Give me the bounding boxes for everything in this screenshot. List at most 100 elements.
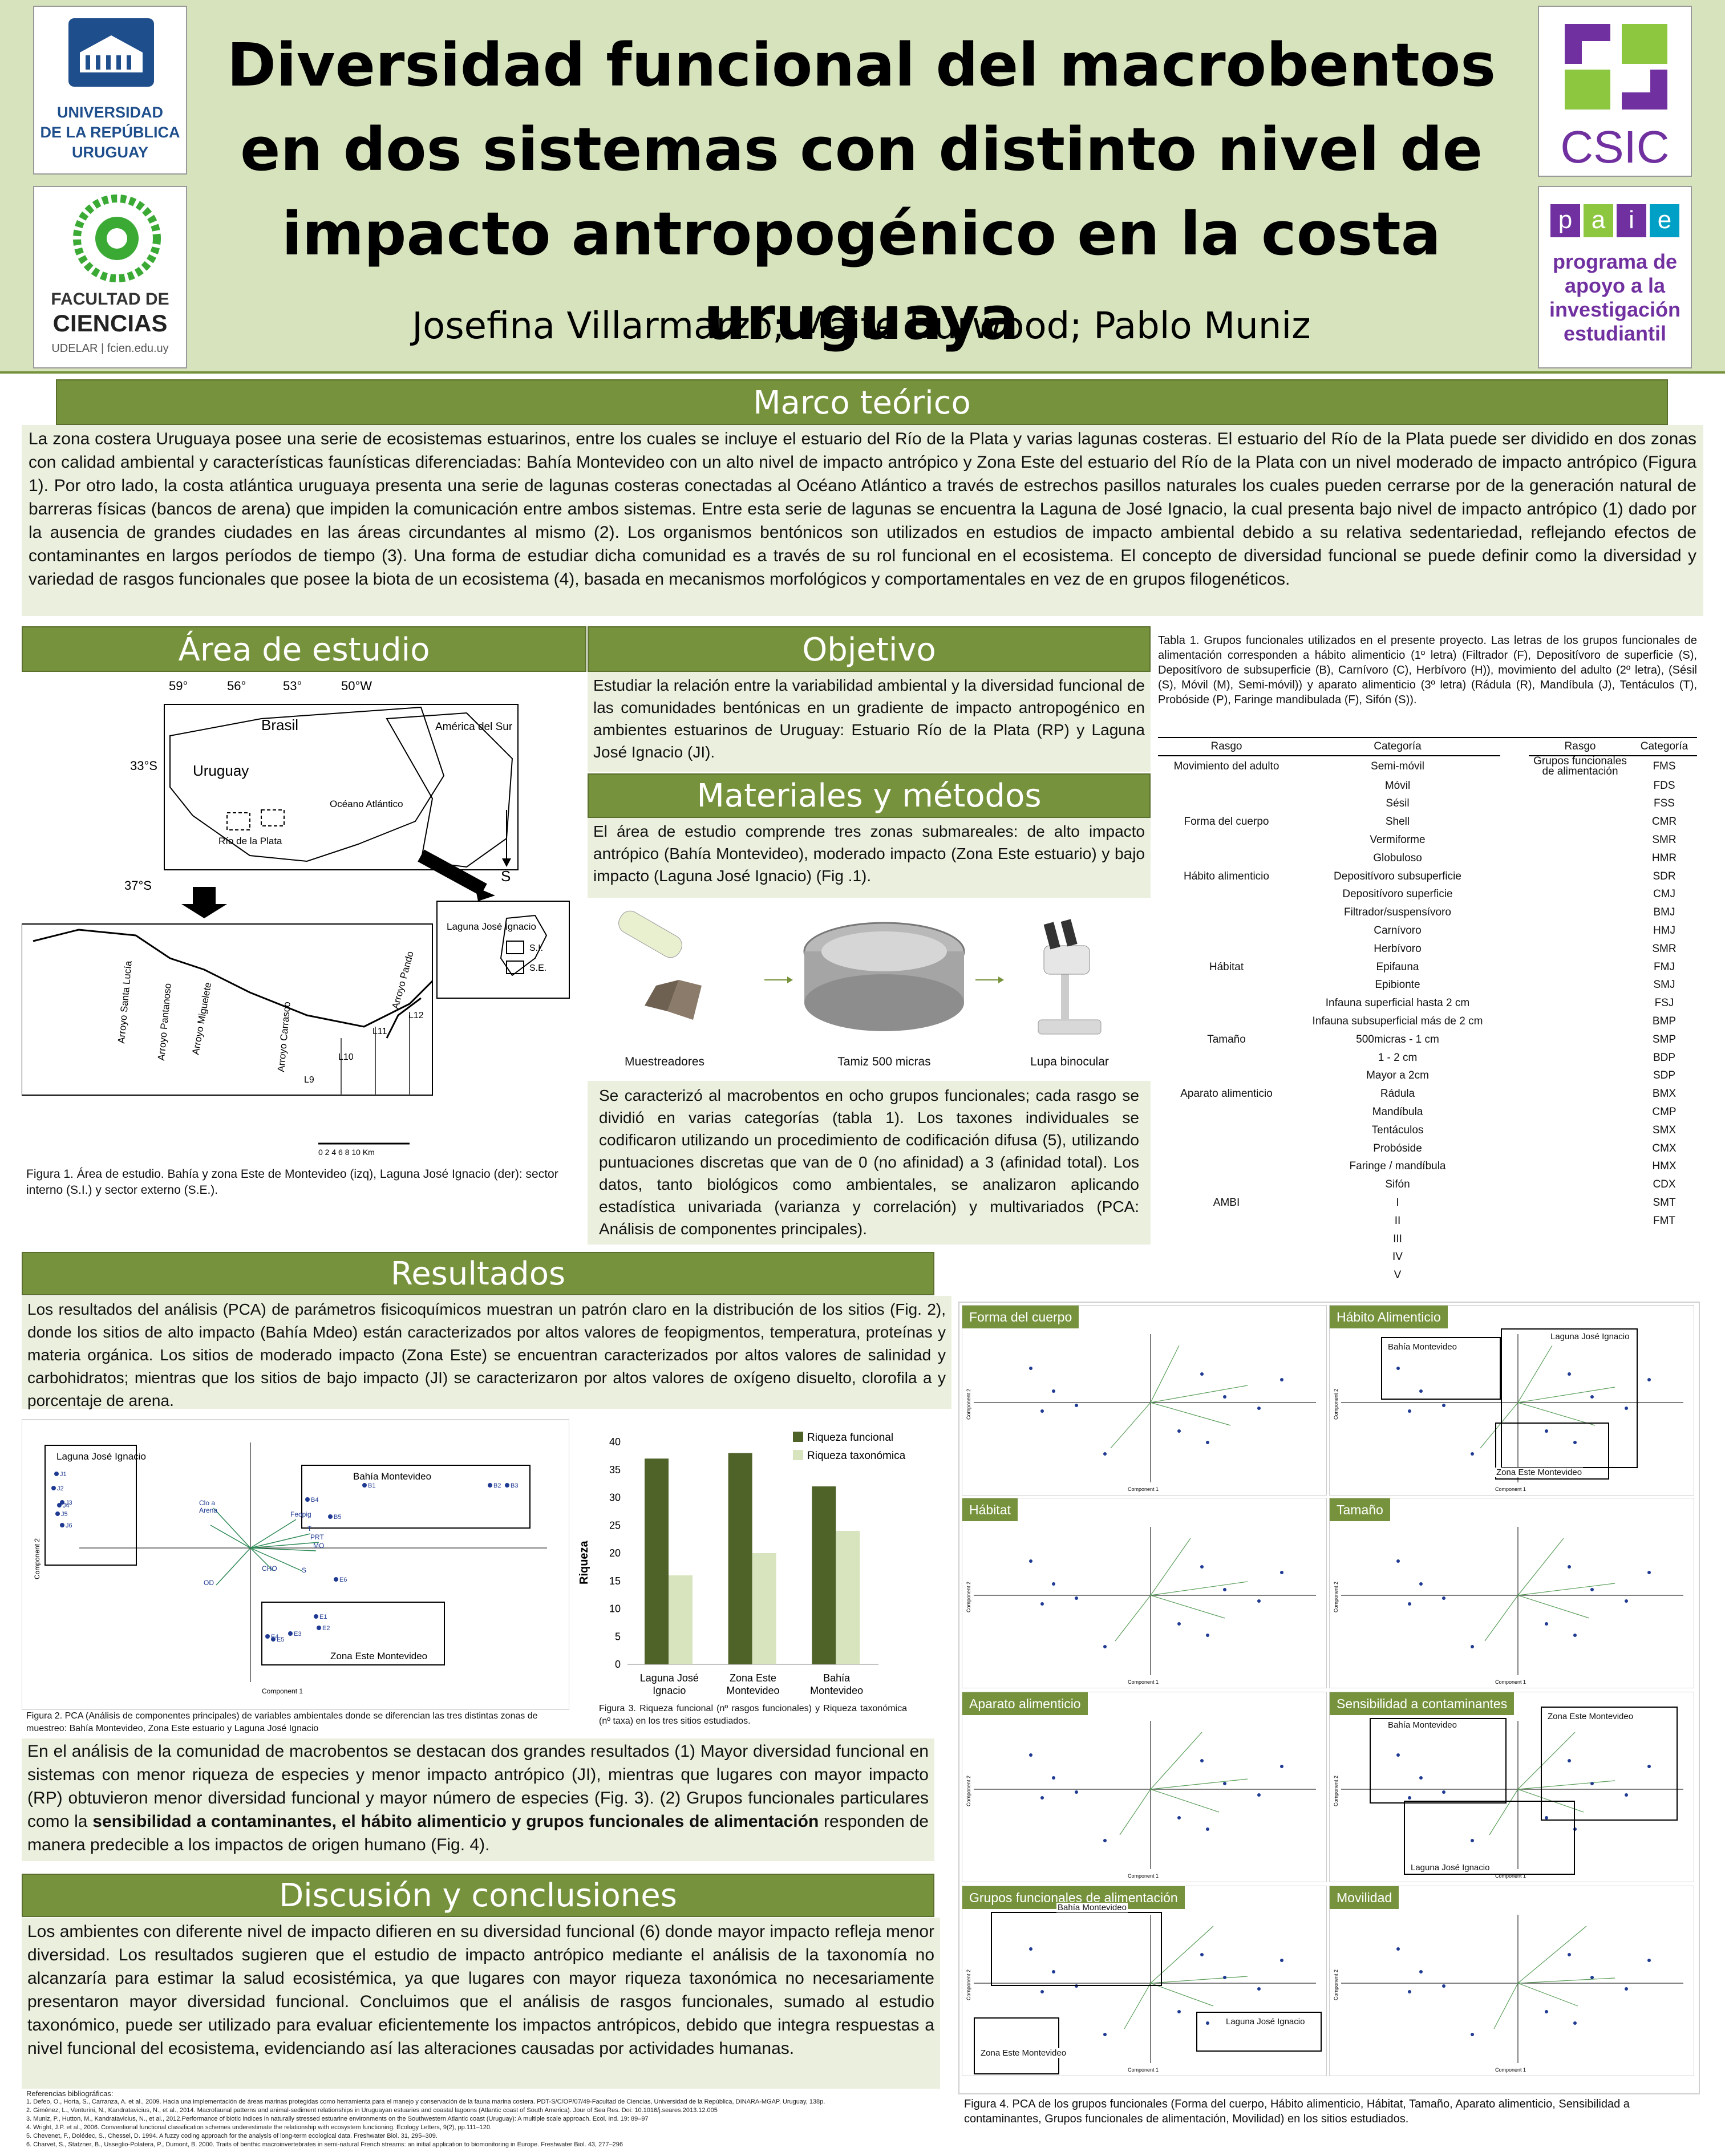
marco-text: La zona costera Uruguaya posee una serie… [22, 425, 1703, 616]
resultados-text-2: En el análisis de la comunidad de macrob… [22, 1738, 934, 1861]
reference-item: 4. Wright, J.P. et al., 2006. Convention… [26, 2124, 492, 2131]
udelar-building-icon [68, 18, 154, 87]
table1-cell: Tentáculos [1371, 1124, 1424, 1136]
fig4-yaxis: Component 2 [966, 1969, 971, 2000]
fig4-group-box [1404, 1801, 1575, 1875]
fig4-group-box [974, 2017, 1059, 2074]
fcien-sun-icon [73, 194, 161, 282]
fig2-yaxis: Component 2 [33, 1538, 41, 1579]
table1-cell [1631, 1249, 1697, 1267]
table1-cell: Depositívoro subsuperficie [1334, 870, 1461, 882]
table1-cell [1158, 940, 1295, 958]
fig4-yaxis: Component 2 [966, 1582, 971, 1612]
tools-illustration [618, 910, 1102, 1035]
table1-cell [1529, 976, 1631, 995]
fig4-group-label: Bahía Montevideo [1387, 1342, 1458, 1352]
table1-header: Rasgo [1158, 737, 1295, 756]
fig2-site-label: E6 [339, 1577, 347, 1583]
table1-header: Rasgo [1529, 737, 1631, 756]
table1-cell [1529, 1158, 1631, 1176]
table1-row: V [1158, 1266, 1697, 1284]
discusion-header: Discusión y conclusiones [22, 1874, 934, 1917]
map-se: S.E. [529, 963, 546, 973]
table1-cell [1631, 1266, 1697, 1284]
map-brasil: Brasil [261, 716, 298, 733]
fig4-xaxis: Component 1 [1495, 1486, 1526, 1492]
references-title: Referencias bibliográficas: [26, 2089, 114, 2098]
map-arroyo-3: Arroyo Miguelete [190, 982, 213, 1056]
table1-cell: I [1396, 1197, 1399, 1209]
fig4-group-label: Bahía Montevideo [1387, 1720, 1458, 1730]
fig3-bar [645, 1458, 669, 1664]
fig2-site-label: J5 [61, 1511, 68, 1518]
fig4-group-label: Laguna José Ignacio [1410, 1863, 1491, 1873]
fig3-ytick: 20 [609, 1547, 621, 1559]
fig2-variable-label: T [307, 1525, 312, 1533]
paie-letter-a: a [1584, 204, 1613, 237]
table1-cell: Probóside [1373, 1142, 1422, 1154]
poster-title: Diversidad funcional del macrobentos en … [226, 30, 1496, 353]
fig2-caption: Figura 2. PCA (Análisis de componentes p… [26, 1711, 538, 1733]
fig3-bar [812, 1486, 836, 1664]
fig4-group-label: Zona Este Montevideo [1546, 1712, 1635, 1721]
fig4-panel-title: Tamaño [1330, 1498, 1390, 1521]
tool-label-sampler: Muestreadores [624, 1055, 705, 1068]
fig2-site-point [288, 1631, 293, 1636]
table1-cell: FMS [1653, 760, 1676, 772]
fig2-site-point [60, 1500, 64, 1505]
fig2-site-point [51, 1486, 56, 1490]
fig3-ytick: 25 [609, 1519, 621, 1531]
fig2-site-point [488, 1483, 492, 1488]
fig4-panel-title: Aparato alimenticio [962, 1692, 1088, 1715]
fig4-xaxis: Component 1 [1495, 2067, 1526, 2073]
fig2-site-point [328, 1514, 333, 1519]
table1-cell [1529, 1031, 1631, 1049]
table1-cell: Infauna superficial hasta 2 cm [1325, 997, 1470, 1010]
table1-cell: FMJ [1654, 961, 1675, 973]
fcien-name-2: CIENCIAS [52, 310, 168, 337]
fig3-ylabel: Riqueza [578, 1540, 590, 1584]
fig2-site-label: E3 [294, 1631, 301, 1638]
table1-cell: Shell [1385, 816, 1410, 828]
objetivo-header: Objetivo [588, 626, 1151, 672]
reference-item: 5. Chevenet, F., Dolédec, S., Chessel, D… [26, 2133, 438, 2139]
fig2-site-label: B5 [334, 1514, 341, 1521]
map-south: S [501, 868, 511, 885]
materiales-text-2: Se caracterizó al macrobentos en ocho gr… [588, 1081, 1151, 1245]
study-area-map: 59° 56° 53° 50°W 33°S 37°S Brasil Améric… [21, 679, 570, 1157]
fig2-label-ji: Laguna José Ignacio [56, 1451, 146, 1462]
fig3-legend-swatch [793, 1450, 803, 1460]
table1-cell: 1 - 2 cm [1378, 1051, 1418, 1064]
table1-cell [1158, 1012, 1295, 1031]
table1-cell: Faringe / mandíbula [1349, 1160, 1446, 1173]
table1-cell: Herbívoro [1374, 942, 1422, 955]
table1-cell [1529, 849, 1631, 868]
map-station-l11: L11 [372, 1027, 387, 1036]
table1-row: IV [1158, 1249, 1697, 1267]
table1-cell [1529, 1103, 1631, 1121]
table1-cell [1529, 940, 1631, 958]
fig2-site-label: B1 [368, 1482, 375, 1489]
table1-cell: SMX [1652, 1124, 1677, 1136]
fig4-group-box [1541, 1707, 1678, 1821]
paie-letter-i: i [1617, 204, 1646, 237]
sampler-icon [618, 910, 702, 1020]
header-banner [0, 0, 1725, 374]
fig4-panel-title: Movilidad [1330, 1886, 1399, 1909]
fig4-group-label: Bahía Montevideo [1056, 1903, 1128, 1912]
